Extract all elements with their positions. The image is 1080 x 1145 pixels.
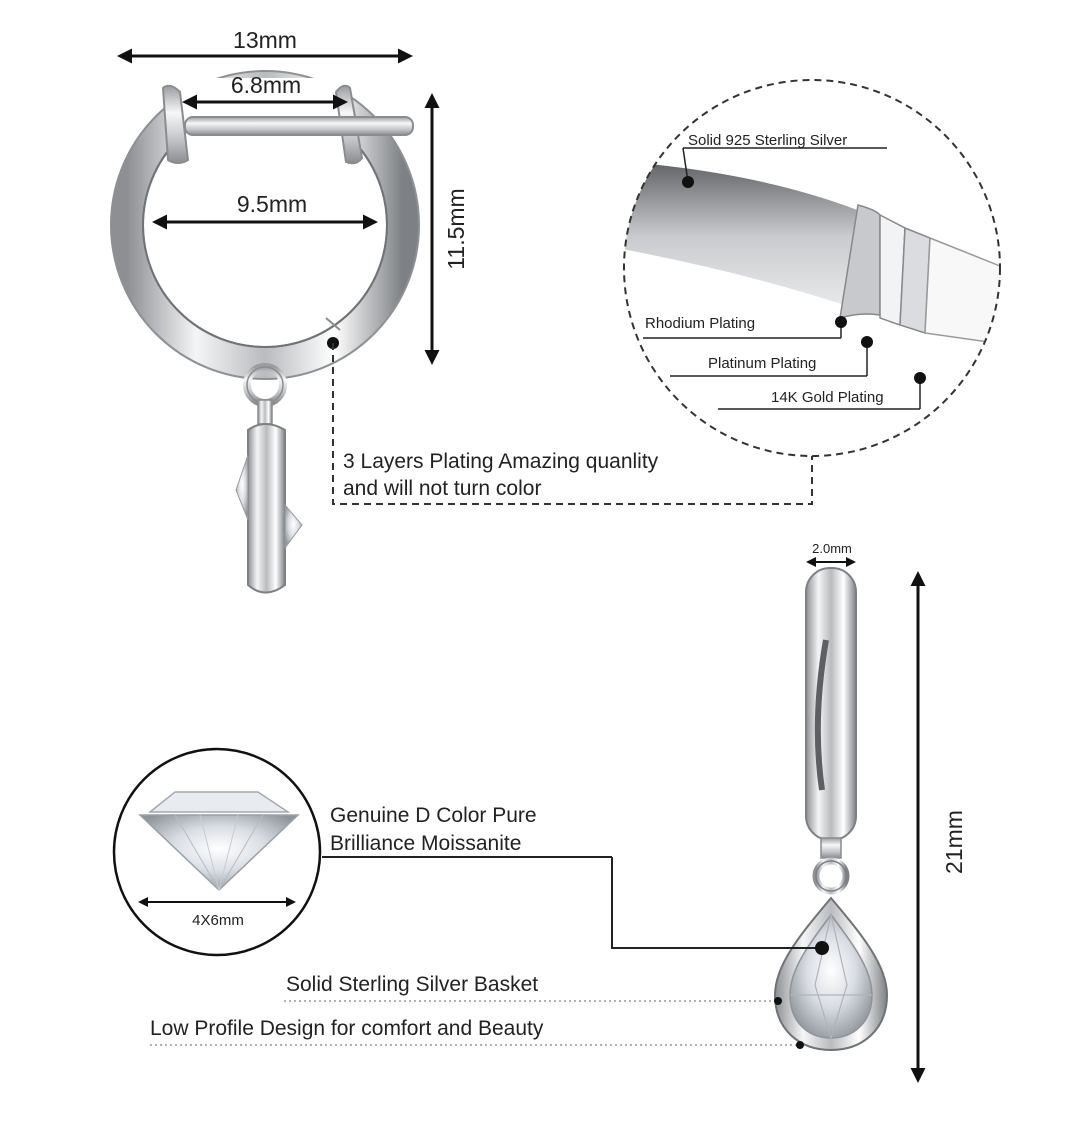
dimension-lines-side [806, 557, 926, 1083]
layers-magnifier [623, 79, 1001, 457]
earring-side-view [773, 567, 889, 1052]
stone-leaders [150, 856, 829, 1049]
stone-desc-line1: Genuine D Color Pure [330, 804, 537, 827]
stone-magnifier [112, 747, 322, 957]
dim-width-total: 13mm [233, 27, 297, 53]
plating-note-line2: and will not turn color [343, 477, 541, 500]
plating-leader [327, 337, 813, 505]
dim-thickness: 2.0mm [812, 541, 852, 556]
layer-gold-label: 14K Gold Plating [771, 389, 884, 406]
layer-core-label: Solid 925 Sterling Silver [688, 132, 847, 149]
layer-rhodium-label: Rhodium Plating [645, 315, 755, 332]
profile-label: Low Profile Design for comfort and Beaut… [150, 1017, 544, 1040]
stone-size-label: 4X6mm [192, 912, 244, 929]
dim-inner-diameter: 9.5mm [237, 191, 307, 217]
layer-platinum-label: Platinum Plating [708, 355, 816, 372]
dim-width-opening: 6.8mm [231, 72, 301, 98]
basket-label: Solid Sterling Silver Basket [286, 973, 538, 996]
dim-length: 21mm [941, 810, 967, 874]
hoop-front-view [110, 70, 420, 594]
stone-desc-line2: Brilliance Moissanite [330, 832, 521, 855]
plating-note-line1: 3 Layers Plating Amazing quanlity [343, 450, 659, 473]
dim-height: 11.5mm [443, 188, 469, 269]
dimension-lines-hoop [117, 48, 440, 365]
